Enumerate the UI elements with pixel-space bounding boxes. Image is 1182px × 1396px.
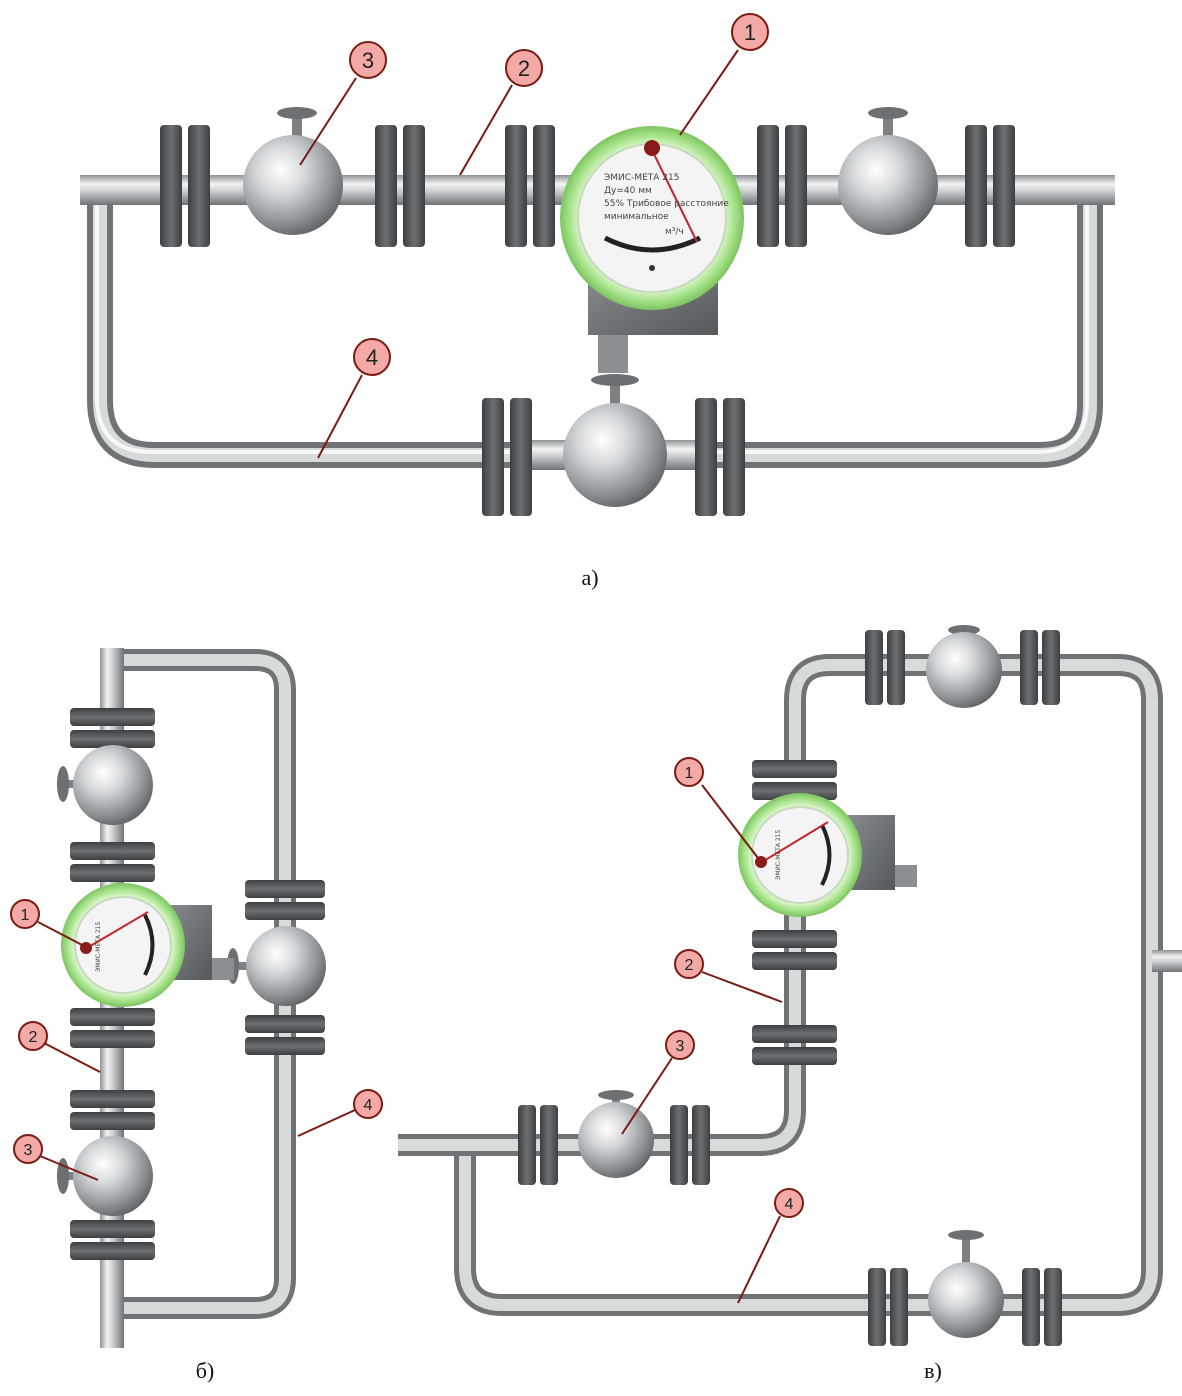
flange-icon <box>518 630 1062 1346</box>
ball-valve-icon <box>928 1230 1004 1338</box>
ball-valve-icon <box>227 926 326 1006</box>
ball-valve-icon <box>243 107 343 235</box>
flowmeter-dial-icon: ЭМИС-МЕТА 215 Ду=40 мм 55% Трибовое расс… <box>560 126 744 373</box>
ball-valve-icon <box>926 625 1002 708</box>
svg-text:2: 2 <box>685 957 694 974</box>
svg-text:1: 1 <box>21 907 30 924</box>
diagram-b: ЭМИС-МЕТА 215 1 2 3 4 б) <box>10 648 383 1383</box>
callout-1: 1 <box>674 757 759 859</box>
svg-text:3: 3 <box>676 1038 685 1055</box>
callout-3: 3 <box>13 1134 99 1181</box>
diagram-a: ЭМИС-МЕТА 215 Ду=40 мм 55% Трибовое расс… <box>80 13 1115 590</box>
caption-a: а) <box>581 565 598 590</box>
diagram-v: ЭМИС-МЕТА 215 1 2 3 4 в) <box>398 625 1182 1383</box>
svg-text:4: 4 <box>785 1196 794 1213</box>
ball-valve-icon <box>838 107 938 235</box>
callout-4: 4 <box>317 338 391 459</box>
callout-1: 1 <box>10 899 85 947</box>
meter-line3: 55% Трибовое расстояние <box>604 199 729 209</box>
svg-text:1: 1 <box>744 20 756 45</box>
callout-4: 4 <box>737 1188 804 1304</box>
meter-unit: м³/ч <box>665 227 684 237</box>
callout-3: 3 <box>621 1030 695 1135</box>
callout-2: 2 <box>18 1021 101 1073</box>
flange-icon <box>160 125 1015 247</box>
svg-text:3: 3 <box>24 1142 33 1159</box>
main-pipe <box>398 880 806 1156</box>
svg-text:2: 2 <box>29 1029 38 1046</box>
callout-3: 3 <box>299 41 387 166</box>
caption-b: б) <box>196 1358 215 1383</box>
ball-valve-icon <box>57 1136 153 1216</box>
callout-4: 4 <box>297 1089 383 1137</box>
meter-model: ЭМИС-МЕТА 215 <box>604 173 679 183</box>
svg-text:3: 3 <box>362 48 374 73</box>
svg-text:4: 4 <box>366 345 378 370</box>
svg-text:1: 1 <box>685 765 694 782</box>
callout-2: 2 <box>674 949 783 1003</box>
ball-valve-icon <box>563 374 667 507</box>
caption-v: в) <box>924 1358 942 1383</box>
meter-model: ЭМИС-МЕТА 215 <box>775 830 782 880</box>
meter-model: ЭМИС-МЕТА 215 <box>95 922 102 972</box>
ball-valve-icon <box>578 1090 654 1178</box>
svg-text:4: 4 <box>364 1097 373 1114</box>
callout-1: 1 <box>679 13 769 136</box>
flange-icon <box>70 708 325 1260</box>
svg-text:2: 2 <box>518 56 530 81</box>
flange-icon <box>482 398 745 516</box>
flowmeter-dial-icon: ЭМИС-МЕТА 215 <box>738 793 917 917</box>
flowmeter-dial-icon: ЭМИС-МЕТА 215 <box>61 883 234 1007</box>
ball-valve-icon <box>57 745 153 825</box>
callout-2: 2 <box>459 49 543 176</box>
meter-line2: Ду=40 мм <box>604 186 652 196</box>
meter-line4: минимальное <box>604 212 669 222</box>
